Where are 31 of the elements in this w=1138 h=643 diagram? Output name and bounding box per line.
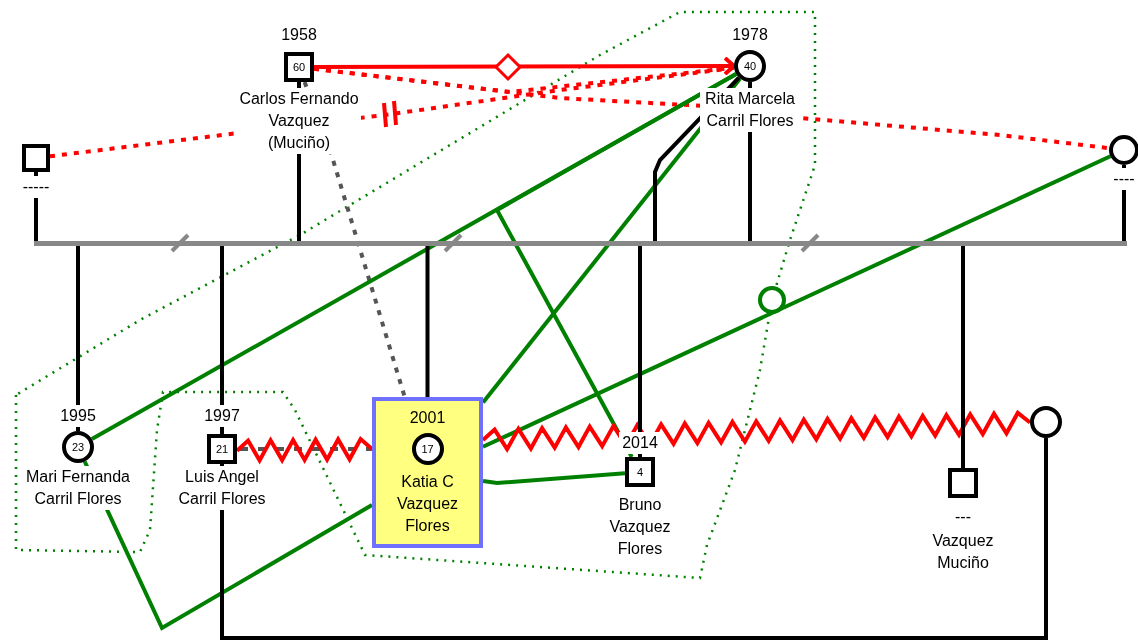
sibling-bar: [34, 241, 1127, 246]
person-circle: [1109, 135, 1138, 165]
person-square: 60: [284, 52, 314, 82]
highlight-box: [372, 397, 483, 548]
relationship-line: [494, 72, 738, 458]
family-line: [638, 246, 642, 457]
person-name: Carlos Fernando Vazquez (Muciño): [237, 88, 361, 154]
person-square: 21: [207, 434, 237, 464]
family-line: [220, 438, 1048, 640]
person-name: Luis Angel Carril Flores: [177, 466, 267, 510]
person-name: Katia C Vazquez Flores: [395, 472, 460, 536]
relationship-line: [313, 66, 1110, 151]
relationship-line: [314, 56, 736, 76]
family-line: [76, 246, 80, 431]
relationship-line: [481, 77, 742, 404]
family-line: [425, 246, 430, 397]
family-line: [961, 246, 965, 468]
person-circle: 40: [734, 50, 766, 82]
person-square: [948, 468, 978, 498]
birth-year: 2014: [619, 432, 661, 454]
birth-year: 2001: [408, 408, 447, 428]
person-circle: 23: [62, 431, 94, 463]
family-line: [220, 246, 224, 434]
relationship-line: [82, 460, 373, 631]
relationship-line: [482, 471, 626, 485]
person-circle: [1030, 406, 1062, 438]
person-square: [22, 144, 50, 172]
person-name: Rita Marcela Carril Flores: [700, 88, 800, 132]
relationship-line: [482, 154, 1112, 449]
person-circle: 17: [411, 433, 444, 465]
person-square: 4: [625, 457, 655, 487]
